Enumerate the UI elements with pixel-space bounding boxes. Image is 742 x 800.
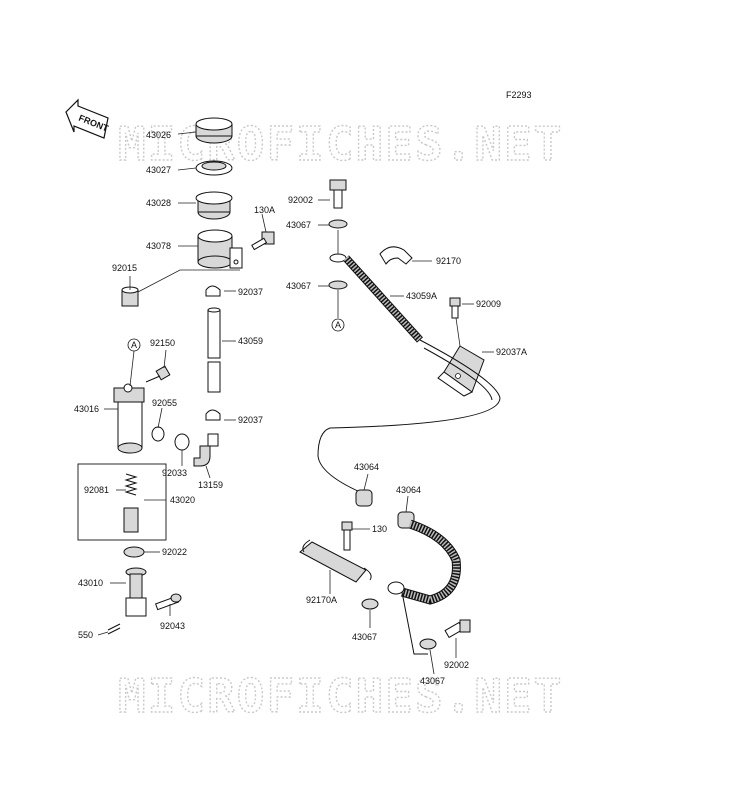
label-92150: 92150 bbox=[150, 338, 175, 348]
washer-43067-c bbox=[361, 598, 379, 610]
o-ring-92055 bbox=[151, 426, 165, 442]
label-92037-bottom: 92037 bbox=[238, 415, 263, 425]
push-rod-43010 bbox=[125, 567, 147, 617]
label-43016: 43016 bbox=[74, 404, 99, 414]
label-92037-top: 92037 bbox=[238, 287, 263, 297]
watermark-top: MICROFICHES.NET bbox=[118, 117, 563, 171]
piston-kit-box bbox=[77, 463, 167, 541]
reservoir-cap bbox=[195, 117, 233, 144]
label-92015: 92015 bbox=[112, 263, 137, 273]
svg-text:A: A bbox=[131, 340, 137, 350]
hose-43059a bbox=[343, 255, 423, 343]
washer-43067-d bbox=[419, 638, 437, 650]
reservoir bbox=[197, 229, 243, 269]
label-92033: 92033 bbox=[162, 468, 187, 478]
fitting-13159 bbox=[193, 433, 219, 467]
label-43059: 43059 bbox=[238, 336, 263, 346]
label-92043: 92043 bbox=[160, 621, 185, 631]
bracket-92037a bbox=[437, 345, 485, 397]
label-92170: 92170 bbox=[436, 256, 461, 266]
svg-text:A: A bbox=[335, 320, 341, 330]
label-92002-bottom: 92002 bbox=[444, 660, 469, 670]
bushing-92015 bbox=[121, 286, 139, 307]
label-92055: 92055 bbox=[152, 398, 177, 408]
bolt-92150 bbox=[145, 365, 171, 383]
pin-92043 bbox=[154, 593, 182, 611]
label-92170a: 92170A bbox=[306, 595, 337, 605]
label-92022: 92022 bbox=[162, 547, 187, 557]
label-43067-b: 43067 bbox=[286, 281, 311, 291]
grommet-43064-a bbox=[355, 489, 373, 507]
bolt-130a bbox=[251, 231, 275, 251]
ref-marker-a-right: A bbox=[331, 318, 345, 332]
ref-marker-a-left: A bbox=[127, 338, 141, 352]
master-cylinder bbox=[113, 383, 145, 454]
leader-lines bbox=[97, 131, 494, 675]
label-92081: 92081 bbox=[84, 485, 109, 495]
hose-43059 bbox=[207, 307, 221, 393]
label-550: 550 bbox=[78, 630, 93, 640]
clamp-92037-bottom bbox=[205, 409, 221, 421]
diaphragm bbox=[195, 191, 233, 220]
clamp-92170 bbox=[379, 246, 413, 265]
clamp-92037-top bbox=[205, 285, 221, 297]
bolt-92009 bbox=[449, 297, 461, 319]
label-43064-a: 43064 bbox=[354, 462, 379, 472]
watermark-bottom: MICROFICHES.NET bbox=[118, 669, 563, 723]
boot-92022 bbox=[123, 546, 145, 558]
label-43028: 43028 bbox=[146, 198, 171, 208]
label-130: 130 bbox=[372, 524, 387, 534]
label-43059a: 43059A bbox=[406, 291, 437, 301]
circlip-92033 bbox=[174, 433, 190, 451]
label-92037a: 92037A bbox=[496, 347, 527, 357]
front-arrow-icon: FRONT bbox=[65, 98, 110, 139]
label-43064-b: 43064 bbox=[396, 485, 421, 495]
part-labels: 43026 43027 43028 43078 130A 92015 92037… bbox=[74, 130, 527, 686]
washer-43067-a bbox=[328, 219, 348, 229]
figure-code: F2293 bbox=[506, 90, 532, 100]
lower-hose bbox=[387, 519, 461, 605]
label-43067-a: 43067 bbox=[286, 220, 311, 230]
label-92002-top: 92002 bbox=[288, 195, 313, 205]
label-43067-d: 43067 bbox=[420, 676, 445, 686]
label-92009: 92009 bbox=[476, 299, 501, 309]
bolt-130 bbox=[341, 521, 353, 551]
label-130a: 130A bbox=[254, 205, 275, 215]
bracket-92170a bbox=[299, 539, 372, 583]
label-43010: 43010 bbox=[78, 578, 103, 588]
banjo-bolt-92002-bottom bbox=[444, 619, 471, 639]
diaphragm-plate bbox=[195, 160, 233, 176]
banjo-bolt-92002-top bbox=[329, 179, 347, 209]
label-43067-c: 43067 bbox=[352, 632, 377, 642]
label-43026: 43026 bbox=[146, 130, 171, 140]
label-43020: 43020 bbox=[170, 495, 195, 505]
label-43027: 43027 bbox=[146, 165, 171, 175]
label-43078: 43078 bbox=[146, 241, 171, 251]
label-13159: 13159 bbox=[198, 480, 223, 490]
cotter-pin-550 bbox=[107, 623, 121, 635]
washer-43067-b bbox=[328, 280, 348, 290]
